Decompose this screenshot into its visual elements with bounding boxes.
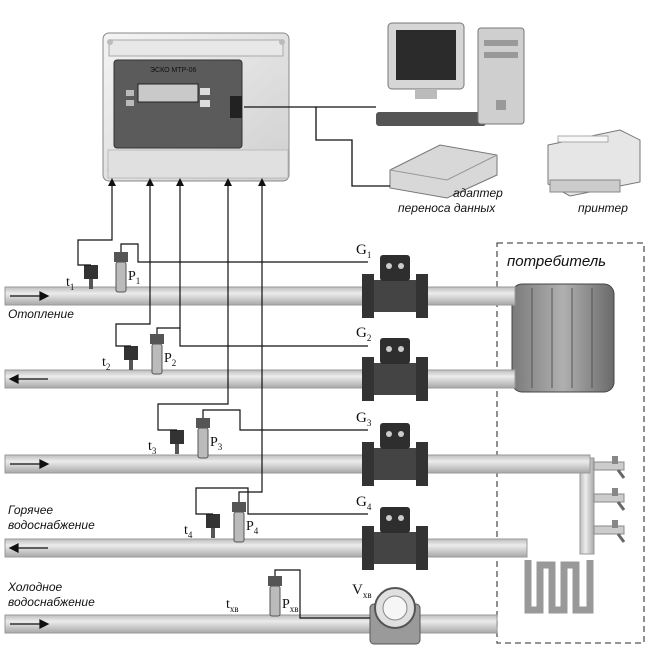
svg-text:G4: G4 [356, 494, 372, 512]
t2-main: t [102, 355, 106, 370]
p2-sub: 2 [172, 358, 177, 368]
adapter-label-line1: адаптер [453, 186, 503, 200]
svg-text:G1: G1 [356, 242, 371, 260]
pipe-heating-return [4, 369, 516, 389]
temp-sensor-t4 [206, 514, 220, 538]
flow-arrow-right-3 [10, 459, 50, 469]
temp-sensor-t2 [124, 346, 138, 370]
flow-arrow-right-1 [10, 291, 50, 301]
svg-text:t3: t3 [148, 439, 157, 456]
svg-text:t4: t4 [184, 523, 193, 540]
g3-sub: 3 [367, 418, 372, 428]
txv-main: t [226, 597, 230, 612]
flow-arrow-left-4 [8, 543, 48, 553]
data-links [244, 106, 390, 187]
txv-sub: хв [230, 604, 239, 614]
pressure-sensor-pxv [268, 576, 282, 617]
pxv-main: P [282, 597, 290, 612]
pipe-label-cold-water-2: водоснабжение [8, 595, 95, 609]
data-adapter-icon [389, 144, 498, 199]
g1-main: G [356, 242, 367, 258]
g1-sub: 1 [367, 250, 372, 260]
t1-main: t [66, 275, 70, 290]
p1-sub: 1 [136, 276, 141, 286]
pipe-label-hot-water-2: водоснабжение [8, 518, 95, 532]
svg-text:P1: P1 [128, 269, 140, 286]
signal-arrowheads [108, 178, 266, 186]
g-labels: G1 G2 G3 G4 Vхв [352, 242, 372, 600]
svg-text:Pхв: Pхв [282, 597, 299, 614]
svg-text:G2: G2 [356, 325, 371, 343]
pressure-sensor-p4 [232, 502, 246, 543]
flowmeter-g1 [362, 255, 428, 318]
pipe-cold-water [4, 614, 498, 634]
computer-icon [376, 22, 525, 126]
pressure-sensor-p1 [114, 252, 128, 293]
water-meter-vxv [369, 587, 421, 645]
tap-icon-2 [593, 488, 626, 511]
g2-sub: 2 [367, 333, 372, 343]
t3-sub: 3 [152, 446, 157, 456]
flowmeter-g2 [362, 338, 428, 401]
t4-sub: 4 [188, 530, 193, 540]
temp-sensor-t3 [170, 430, 184, 454]
adapter-label-line2: переноса данных [398, 201, 496, 215]
g3-main: G [356, 410, 367, 426]
v-main: V [352, 582, 363, 598]
p1-main: P [128, 269, 136, 284]
svg-text:G3: G3 [356, 410, 372, 428]
p4-main: P [246, 519, 254, 534]
data-port [230, 96, 242, 118]
svg-text:Vхв: Vхв [352, 582, 372, 600]
t1-sub: 1 [70, 282, 75, 292]
svg-text:tхв: tхв [226, 597, 239, 614]
p3-main: P [210, 435, 218, 450]
svg-text:t2: t2 [102, 355, 110, 372]
t2-sub: 2 [106, 362, 111, 372]
pipe-hot-water-supply [4, 454, 591, 474]
v-sub: хв [363, 590, 372, 600]
towel-rail-icon [524, 560, 594, 614]
controller-unit: ЭСКО МТР-06 [102, 32, 290, 182]
printer-icon [547, 129, 641, 197]
flowmeter-g4 [362, 507, 428, 570]
t4-main: t [184, 523, 188, 538]
tap-icon-3 [593, 520, 626, 543]
pressure-sensor-p2 [150, 334, 164, 375]
svg-text:P4: P4 [246, 519, 259, 536]
flowmeter-g3 [362, 423, 428, 486]
pipe-label-cold-water-1: Холодное [7, 580, 63, 594]
svg-text:P3: P3 [210, 435, 223, 452]
pipe-label-heating: Отопление [8, 307, 74, 321]
consumer-boundary [496, 242, 645, 644]
pipe-label-hot-water-1: Горячее [8, 503, 53, 517]
signal-wires [77, 181, 370, 619]
svg-text:t1: t1 [66, 275, 74, 292]
pipe-hot-water-return [4, 538, 528, 558]
device-brand-label: ЭСКО МТР-06 [150, 67, 196, 74]
svg-text:P2: P2 [164, 351, 176, 368]
pipe-heating-supply [4, 286, 516, 306]
pxv-sub: хв [290, 604, 299, 614]
p3-sub: 3 [218, 442, 223, 452]
g4-sub: 4 [367, 502, 372, 512]
t3-main: t [148, 439, 152, 454]
sensor-labels: t1 P1 t2 P2 t3 P3 t4 P4 tхв Pхв [66, 269, 299, 614]
device-display [137, 83, 199, 103]
temp-sensor-t1 [84, 265, 98, 289]
printer-label: принтер [578, 201, 628, 215]
g2-main: G [356, 325, 367, 341]
p4-sub: 4 [254, 526, 259, 536]
tap-icon-1 [593, 456, 626, 479]
pressure-sensor-p3 [196, 418, 210, 459]
radiator-icon [511, 283, 615, 393]
g4-main: G [356, 494, 367, 510]
flow-arrow-right-5 [10, 619, 50, 629]
p2-main: P [164, 351, 172, 366]
flow-arrow-left-2 [8, 374, 48, 384]
consumer-title: потребитель [507, 253, 606, 270]
